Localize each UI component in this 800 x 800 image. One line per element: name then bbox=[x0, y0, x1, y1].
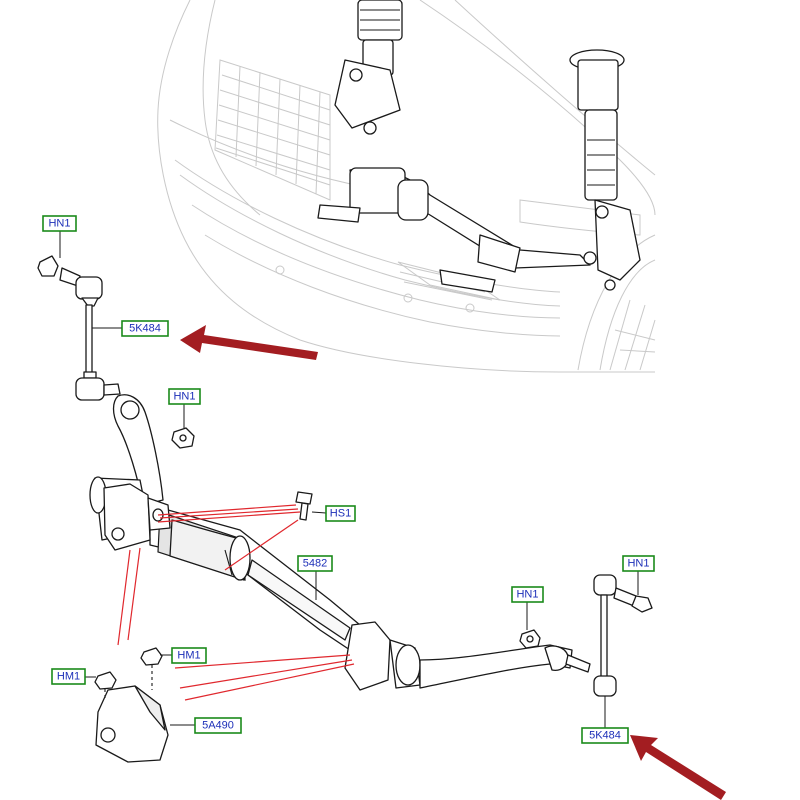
label-hm1-lower: HM1 bbox=[51, 668, 86, 685]
svg-text:5482: 5482 bbox=[303, 558, 327, 570]
mounting-bracket bbox=[94, 647, 169, 763]
svg-text:5A490: 5A490 bbox=[202, 720, 234, 732]
label-hn1-mid-left: HN1 bbox=[168, 388, 201, 405]
svg-text:HM1: HM1 bbox=[57, 671, 80, 683]
label-hs1: HS1 bbox=[325, 505, 356, 522]
label-5482: 5482 bbox=[297, 555, 333, 572]
svg-text:HN1: HN1 bbox=[173, 391, 195, 403]
leader-lines bbox=[59, 230, 639, 728]
hn1-nut-left bbox=[171, 427, 195, 449]
highlight-arrow-right bbox=[630, 735, 726, 800]
label-5a490: 5A490 bbox=[194, 717, 242, 734]
left-drop-link bbox=[37, 255, 121, 401]
svg-text:HN1: HN1 bbox=[48, 218, 70, 230]
hs1-screw bbox=[295, 491, 313, 521]
svg-text:HN1: HN1 bbox=[516, 589, 538, 601]
grille-mesh bbox=[215, 65, 331, 195]
highlight-arrow-left bbox=[180, 325, 318, 360]
label-hn1-right-top: HN1 bbox=[622, 555, 655, 572]
label-hn1-right-mid: HN1 bbox=[511, 586, 544, 603]
reference-lines bbox=[117, 504, 355, 701]
right-drop-link bbox=[593, 574, 653, 697]
svg-text:HM1: HM1 bbox=[177, 650, 200, 662]
svg-text:5K484: 5K484 bbox=[129, 323, 161, 335]
label-5k484-right: 5K484 bbox=[581, 727, 629, 744]
hn1-nut-right bbox=[519, 629, 541, 649]
svg-text:5K484: 5K484 bbox=[589, 730, 621, 742]
left-bush-clamp bbox=[103, 483, 171, 551]
svg-text:HS1: HS1 bbox=[330, 508, 351, 520]
label-hm1-upper: HM1 bbox=[171, 647, 207, 664]
background-suspension-assembly bbox=[317, 0, 641, 293]
label-5k484-left: 5K484 bbox=[121, 320, 169, 337]
label-hn1-top-left: HN1 bbox=[42, 215, 77, 232]
svg-text:HN1: HN1 bbox=[627, 558, 649, 570]
stabilizer-bar bbox=[89, 394, 591, 691]
